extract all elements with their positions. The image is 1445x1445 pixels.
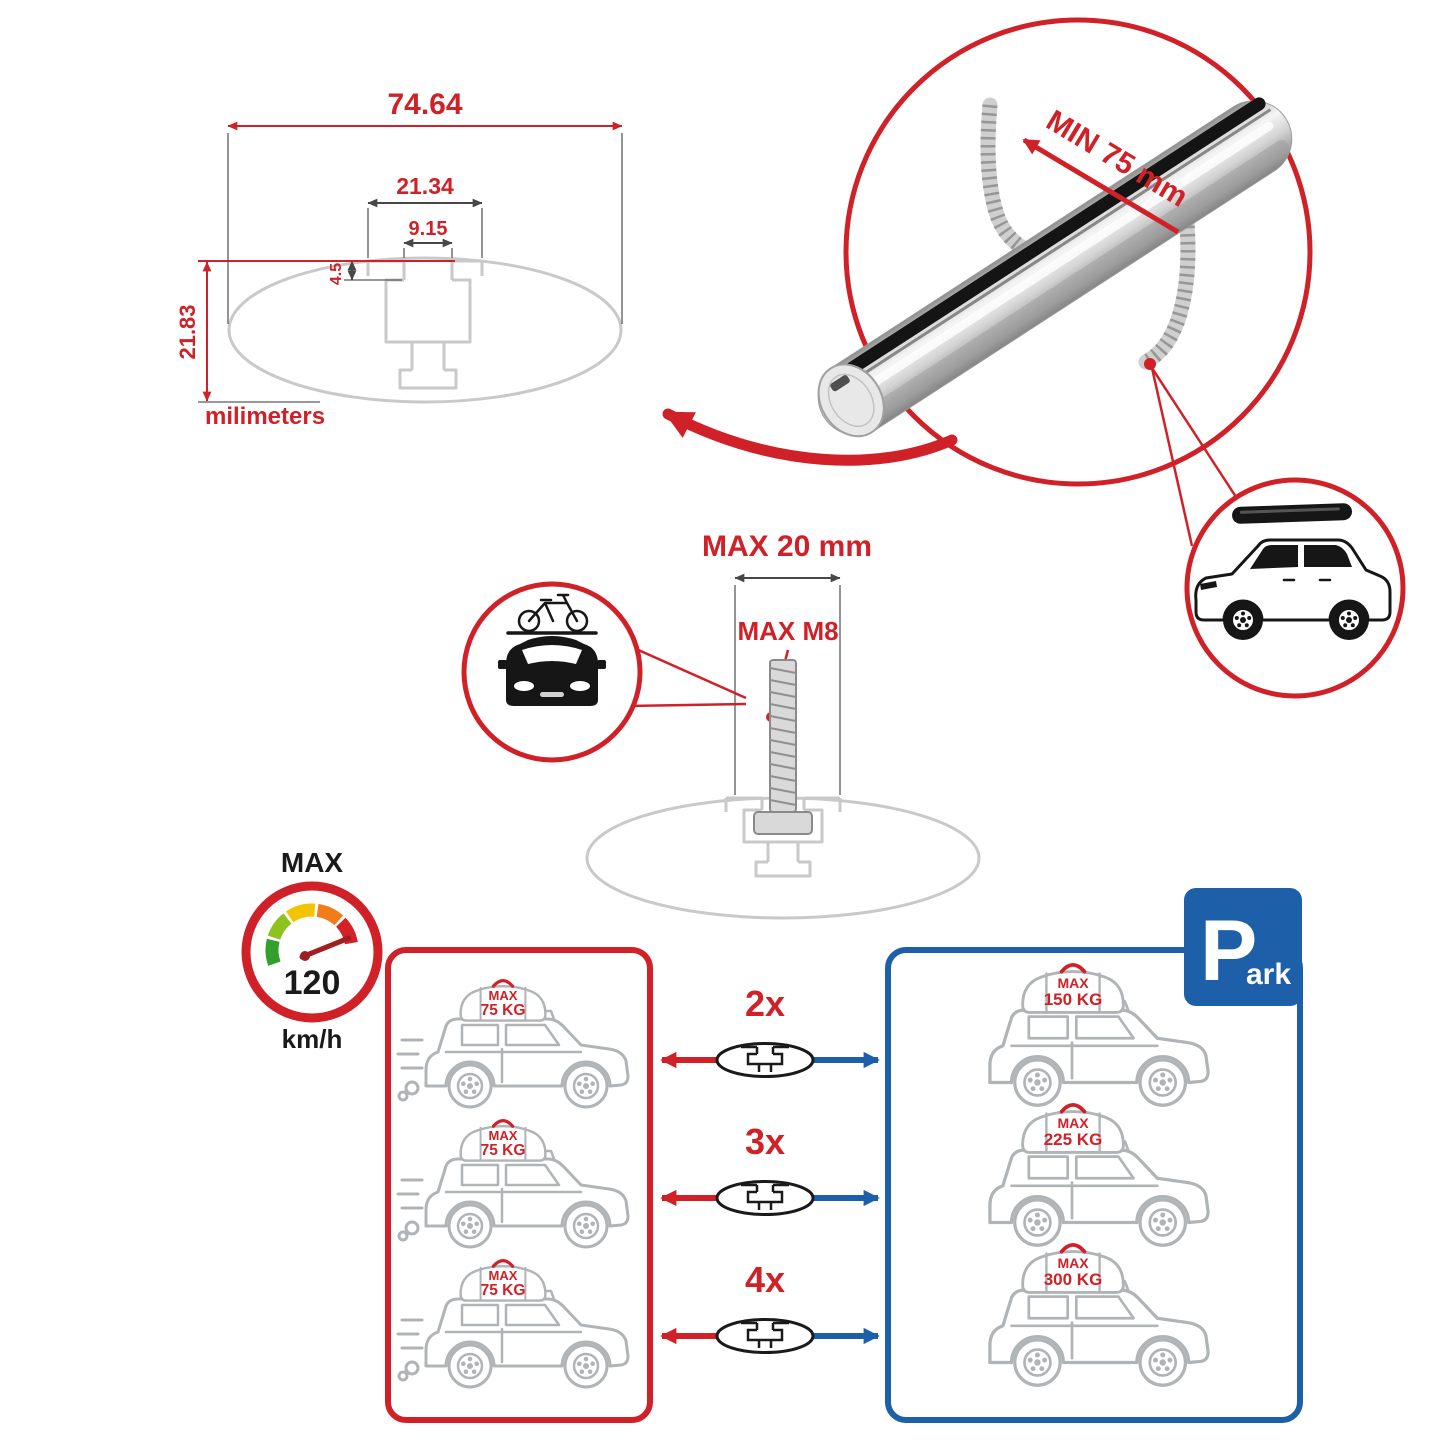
bag-kg: 75 KG: [481, 1142, 526, 1159]
crossbar-render-detail: MIN 75 mm: [817, 17, 1313, 547]
leader-line: [625, 702, 747, 708]
parking-letter: P: [1200, 903, 1257, 999]
callout-arrow: [662, 408, 958, 466]
min-clearance-arrow: [1022, 137, 1180, 235]
ghost-profile-channel: [724, 796, 842, 878]
speed-value: 120: [284, 964, 341, 1002]
bag-max: MAX: [1057, 1115, 1089, 1131]
speed-max-label: MAX: [281, 847, 344, 878]
profile-ellipse: [227, 256, 623, 404]
bolt-icon: [753, 659, 813, 835]
max-thread-label: MAX M8: [737, 616, 838, 646]
dim-slot-width: 9.15: [409, 218, 448, 240]
parking-suffix: ark: [1246, 958, 1291, 991]
speed-units: km/h: [282, 1024, 343, 1054]
cross-section-drawing: 74.64 21.34 9.15 4.5 21.83 milimeters: [175, 88, 623, 430]
max-protrusion-label: MAX 20 mm: [702, 530, 872, 563]
crossbar-count-icon: [715, 1180, 815, 1216]
bag-kg: 225 KG: [1044, 1130, 1103, 1149]
clamp-coil-right-icon: [1138, 202, 1196, 370]
units-label: milimeters: [205, 403, 325, 430]
bag-kg: 75 KG: [481, 1282, 526, 1299]
dim-overall-width: 74.64: [387, 88, 462, 121]
bag-max: MAX: [1057, 975, 1089, 991]
bike-car-icon: [498, 593, 606, 706]
suv-roofbox-inset: [1184, 477, 1406, 699]
driving-cars: MAX 75 KG MAX 75 KG MAX 75 KG: [396, 978, 630, 1389]
parking-sign: P ark: [1184, 888, 1302, 1006]
parked-cars: MAX 150 KG MAX 225 KG MAX 300 KG: [988, 963, 1210, 1387]
crossbar-count-icon: [715, 1318, 815, 1354]
capacity-rows: 2x 3x 4x: [660, 983, 880, 1354]
crossbar-icon: [817, 97, 1293, 438]
leader-line: [1150, 367, 1240, 501]
bag-max: MAX: [489, 1128, 518, 1143]
suv-icon: [396, 1149, 630, 1249]
clamp-coil-left-icon: [980, 97, 1038, 260]
bag-max: MAX: [489, 1268, 518, 1283]
dim-channel-width: 21.34: [396, 173, 454, 199]
suv-icon: [396, 1289, 630, 1389]
bolt-diagram: MAX 20 mm MAX M8: [461, 530, 981, 920]
crossbar-count-icon: [715, 1042, 815, 1078]
bag-max: MAX: [1057, 1255, 1089, 1271]
gauge-pivot: [300, 951, 310, 961]
suv-icon: [396, 1009, 630, 1109]
speedometer-gauge: [265, 903, 358, 966]
bar-count: 2x: [745, 983, 785, 1024]
dim-slot-depth: 4.5: [328, 263, 345, 285]
bag-kg: 75 KG: [481, 1002, 526, 1019]
bag-max: MAX: [489, 988, 518, 1003]
bag-kg: 300 KG: [1044, 1270, 1103, 1289]
gauge-needle: [299, 935, 352, 960]
dim-overall-height: 21.83: [175, 304, 200, 359]
bag-kg: 150 KG: [1044, 990, 1103, 1009]
inset-circle: [1184, 477, 1406, 699]
speed-limit: MAX 120 km/h: [241, 847, 383, 1054]
locator-dot: [1144, 358, 1156, 370]
leader-line: [633, 646, 747, 700]
leader-line: [1150, 367, 1194, 547]
bar-count: 3x: [745, 1121, 785, 1162]
bar-count: 4x: [745, 1259, 785, 1300]
suv-roofbox-icon: [1194, 503, 1392, 640]
